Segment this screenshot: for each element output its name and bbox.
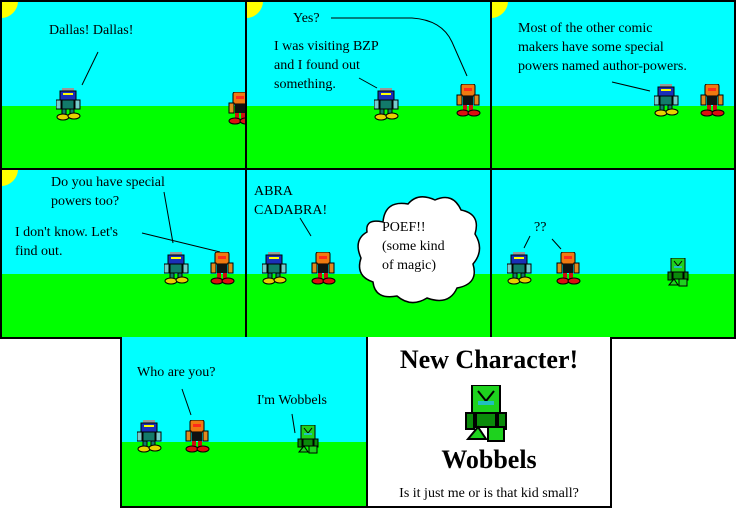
speech-text: Who are you? bbox=[137, 365, 216, 380]
speech-text: ABRA CADABRA! bbox=[254, 184, 328, 218]
character-orange-robot bbox=[311, 252, 336, 285]
magic-cloud-bubble bbox=[357, 196, 481, 304]
character-green-robot-wobbels bbox=[297, 425, 319, 454]
character-name: Wobbels bbox=[441, 445, 537, 474]
sky bbox=[2, 2, 245, 106]
wobbels-portrait bbox=[465, 385, 507, 442]
character-blue-robot bbox=[56, 88, 81, 121]
new-character-card: New Character! Wobbels Is it just me or … bbox=[366, 337, 612, 508]
character-blue-robot bbox=[262, 252, 287, 285]
character-blue-robot bbox=[507, 252, 532, 285]
magic-text: POEF!! (some kind of magic) bbox=[382, 220, 445, 273]
comic-panel-6: ?? bbox=[490, 168, 736, 339]
character-orange-robot bbox=[700, 84, 725, 117]
card-caption: Is it just me or is that kid small? bbox=[399, 486, 579, 501]
comic-panel-3: Most of the other comic makers have some… bbox=[490, 0, 736, 170]
comic-panel-5: ABRA CADABRA! POEF!! (some kind of magic… bbox=[245, 168, 492, 339]
sky bbox=[122, 337, 366, 442]
speech-text: Do you have special powers too? bbox=[51, 175, 165, 209]
speech-text: Most of the other comic makers have some… bbox=[518, 21, 687, 74]
sky bbox=[2, 170, 245, 274]
comic-panel-1: Dallas! Dallas! bbox=[0, 0, 247, 170]
speech-text: Yes? bbox=[293, 11, 320, 26]
character-orange-robot bbox=[210, 252, 235, 285]
comic-panel-7: Who are you? I'm Wobbels bbox=[120, 337, 368, 508]
character-blue-robot bbox=[164, 252, 189, 285]
sky bbox=[492, 170, 734, 274]
grass bbox=[2, 274, 245, 337]
grass bbox=[2, 106, 245, 168]
grass bbox=[492, 274, 734, 337]
character-orange-robot bbox=[185, 420, 210, 453]
comic-panel-2: Yes? I was visiting BZP and I found out … bbox=[245, 0, 492, 170]
speech-text: Dallas! Dallas! bbox=[49, 23, 134, 38]
comic-panel-4: Do you have special powers too? I don't … bbox=[0, 168, 247, 339]
character-green-robot-wobbels bbox=[667, 258, 689, 287]
grass bbox=[122, 442, 366, 506]
character-blue-robot bbox=[374, 88, 399, 121]
speech-text: I'm Wobbels bbox=[257, 393, 327, 408]
speech-text: ?? bbox=[534, 220, 547, 235]
character-blue-robot bbox=[137, 420, 162, 453]
character-orange-robot bbox=[556, 252, 581, 285]
character-blue-robot bbox=[654, 84, 679, 117]
grass bbox=[492, 106, 734, 168]
card-title: New Character! bbox=[399, 345, 579, 374]
grass bbox=[247, 106, 490, 168]
speech-text: I don't know. Let's find out. bbox=[15, 225, 118, 259]
character-orange-robot bbox=[456, 84, 481, 117]
speech-text: I was visiting BZP and I found out somet… bbox=[274, 39, 379, 92]
